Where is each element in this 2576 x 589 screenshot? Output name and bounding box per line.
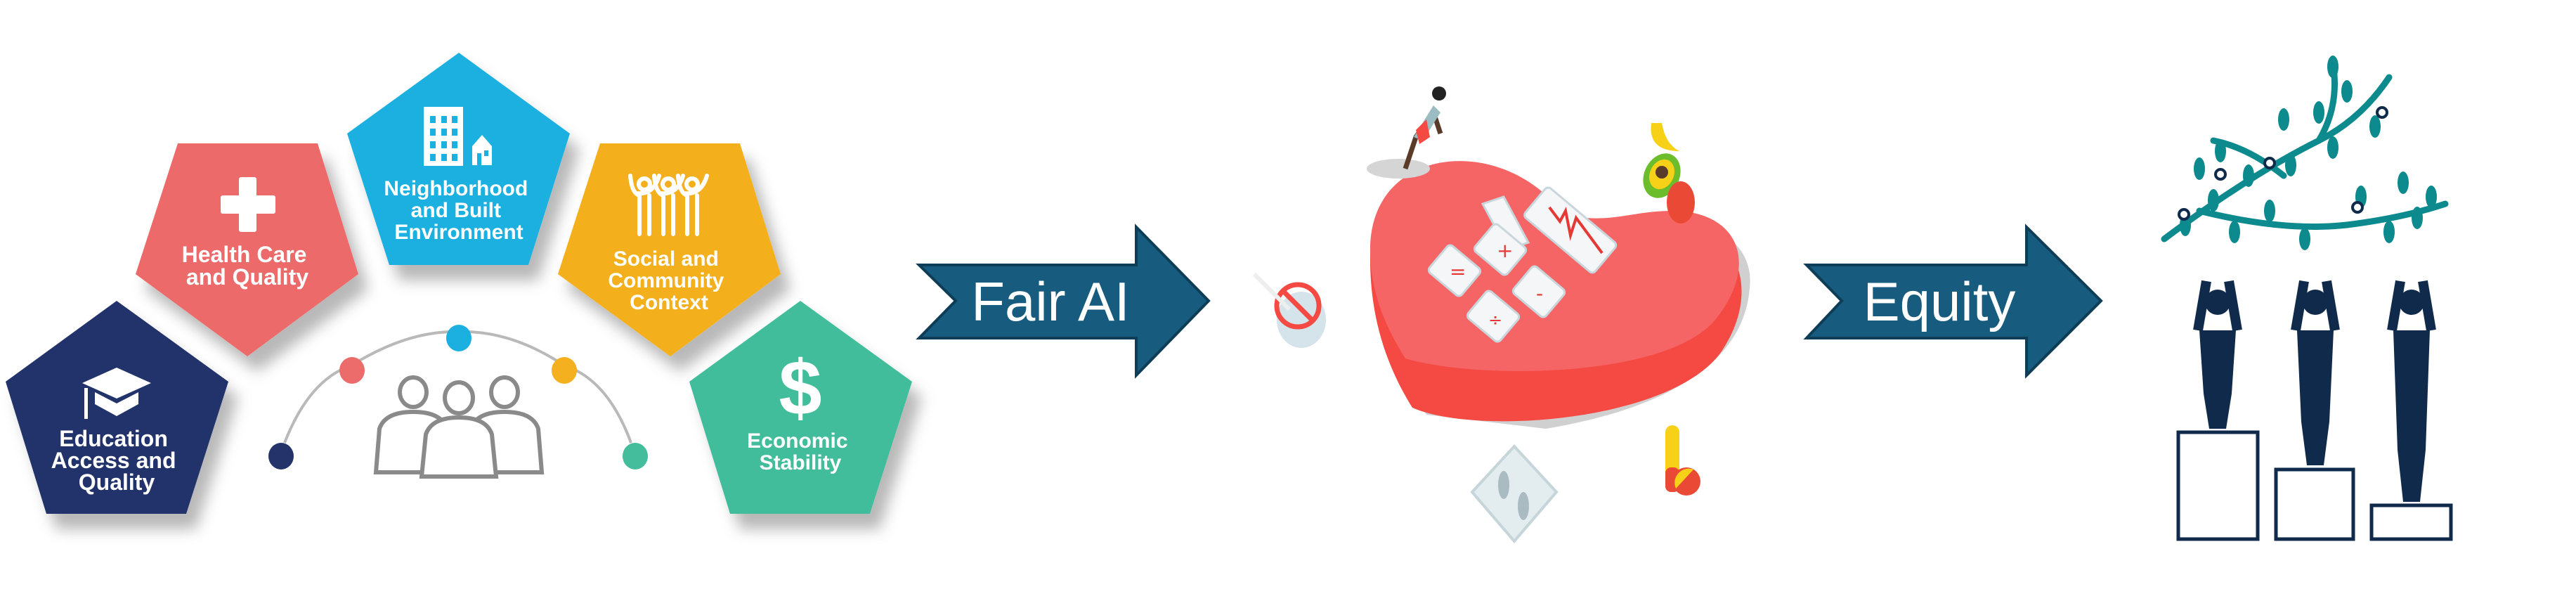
- fruit-icon: [1643, 123, 1695, 224]
- fair-ai-arrow: Fair AI: [916, 224, 1211, 379]
- people-raising-hands-icon: [628, 174, 709, 236]
- svg-text:Social and Community: Social and Community Context: [608, 247, 729, 314]
- determinant-label-line: Education: [59, 426, 168, 451]
- determinant-label-line: Quality: [79, 470, 155, 495]
- person-figure: [2193, 280, 2242, 429]
- determinant-label-line: Social and: [613, 247, 719, 271]
- determinant-label-line: Stability: [760, 451, 842, 474]
- svg-text:Economic Stability: Economic Stability: [747, 429, 854, 474]
- determinant-label-line: and Built: [411, 199, 501, 222]
- exercise-person-icon: [1367, 86, 1446, 179]
- svg-text:=: =: [1450, 260, 1466, 283]
- building-house-icon: [424, 107, 492, 166]
- determinant-neighborhood: Neighborhood and Built Environment: [347, 53, 570, 265]
- svg-text:+: +: [1497, 239, 1513, 262]
- svg-text:÷: ÷: [1488, 310, 1502, 330]
- arc-dot-neighborhood: [446, 325, 471, 351]
- determinant-social-community: Social and Community Context: [558, 143, 781, 356]
- box-short: [2369, 503, 2453, 541]
- arc-dot-social: [552, 357, 577, 384]
- fair-ai-label: Fair AI: [971, 271, 1129, 332]
- graduation-cap-icon: [82, 368, 151, 419]
- pills-icon: [1665, 425, 1700, 496]
- determinant-label-line: Neighborhood: [384, 177, 528, 200]
- svg-text:Neighborhood and Built: Neighborhood and Built Environment: [384, 177, 533, 244]
- determinant-label-line: Context: [630, 291, 708, 314]
- determinant-education: Education Access and Quality: [6, 301, 228, 514]
- tree-leaves-icon: [2180, 56, 2437, 250]
- equity-label: Equity: [1863, 271, 2016, 332]
- arc-dot-education: [268, 443, 294, 470]
- determinant-label-line: Environment: [394, 221, 523, 244]
- determinant-label-line: Health Care: [182, 242, 307, 267]
- arc-dot-health-care: [339, 357, 365, 384]
- person-figure: [2387, 280, 2436, 502]
- community-people-icon: [373, 375, 545, 479]
- person-figure: [2291, 280, 2340, 465]
- svg-text:Health Care and Quality: Health Care and Quality: [182, 242, 313, 290]
- heart-calculator-icon: + = - ÷: [1370, 161, 1750, 429]
- determinant-health-care: Health Care and Quality: [136, 143, 358, 356]
- no-smoking-icon: [1252, 272, 1326, 348]
- tree-and-people-on-boxes-icon: [2161, 56, 2453, 541]
- arc-dot-economic: [623, 443, 648, 470]
- bathroom-scale-icon: [1470, 444, 1559, 544]
- svg-text:Education Access and: Education Access and Quality: [51, 426, 183, 495]
- box-medium: [2274, 467, 2355, 541]
- tree-branches-icon: [2161, 60, 2449, 242]
- determinant-economic-stability: $ Economic Stability: [689, 301, 912, 514]
- connecting-arc: [268, 325, 648, 470]
- determinant-label-line: Access and: [51, 448, 176, 473]
- box-tall: [2176, 430, 2260, 541]
- svg-text:-: -: [1536, 282, 1543, 305]
- determinant-label-line: Community: [608, 269, 724, 292]
- dollar-sign-icon: $: [779, 345, 821, 432]
- determinant-label-line: and Quality: [186, 264, 308, 290]
- equity-arrow: Equity: [1803, 224, 2103, 379]
- determinant-label-line: Economic: [747, 429, 847, 453]
- medical-cross-icon: [221, 177, 275, 232]
